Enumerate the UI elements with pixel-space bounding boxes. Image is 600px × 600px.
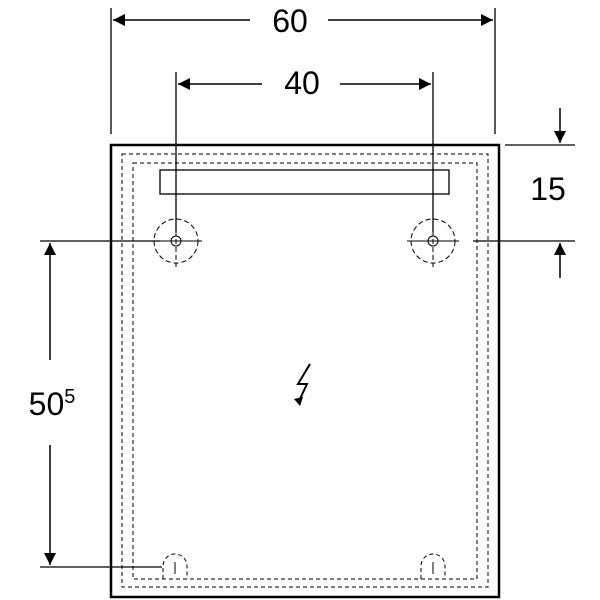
height-main: 50 — [29, 386, 65, 422]
top-offset-label: 15 — [530, 171, 566, 207]
mirror-outline — [109, 143, 501, 599]
dimension-hole-spacing: 40 — [175, 65, 434, 232]
dimension-overall-width: 60 — [110, 3, 496, 134]
dimension-height: 505 — [29, 240, 162, 568]
bottom-bracket-left — [162, 553, 188, 579]
inner-dashed-outline-outer — [121, 153, 489, 588]
height-label: 505 — [29, 386, 76, 422]
height-superscript: 5 — [64, 386, 75, 408]
overall-width-label: 60 — [272, 3, 308, 39]
lightning-icon — [294, 363, 311, 406]
hole-spacing-label: 40 — [284, 65, 320, 101]
dimension-top-offset: 15 — [473, 108, 575, 278]
inner-dashed-outline-inner — [132, 162, 478, 580]
light-bar — [159, 169, 450, 195]
bottom-bracket-right — [420, 553, 446, 579]
